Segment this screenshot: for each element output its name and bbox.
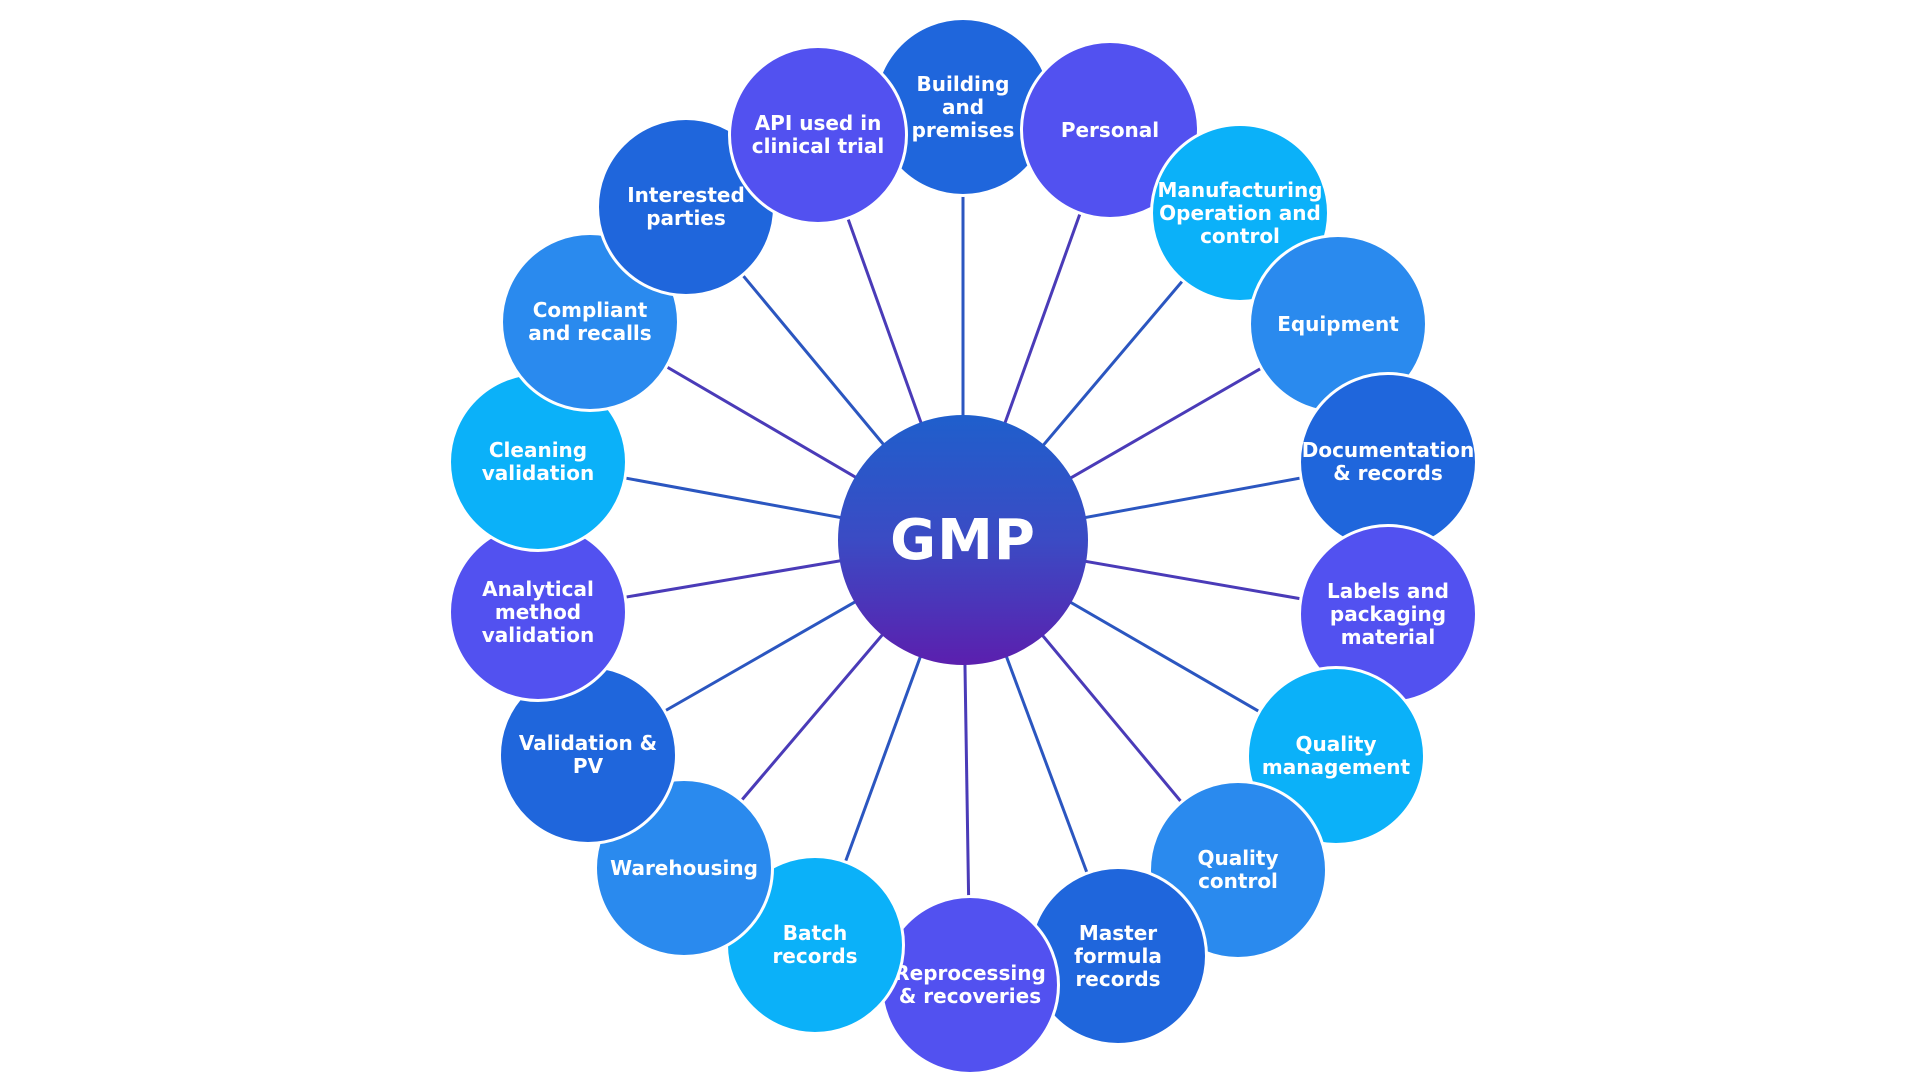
node-label: Batch records (772, 921, 858, 968)
node-label: Compliant and recalls (528, 298, 652, 345)
node-label: Manufacturing Operation and control (1157, 177, 1323, 248)
node-documentation-and-records: Documentation & records (1298, 372, 1478, 552)
node-label: API used in clinical trial (751, 111, 885, 158)
node-label: Cleaning validation (481, 438, 595, 485)
node-label: Warehousing (610, 855, 758, 880)
node-master-formula-records: Master formula records (1028, 866, 1208, 1046)
node-label: Interested parties (627, 183, 745, 230)
node-label: Equipment (1277, 311, 1399, 336)
node-label: Documentation & records (1301, 438, 1475, 485)
node-label: Building and premises (911, 71, 1015, 142)
node-label: Personal (1060, 117, 1160, 142)
hub-label: GMP (890, 507, 1036, 573)
hub-gmp: GMP (838, 415, 1088, 665)
node-equipment: Equipment (1248, 234, 1428, 414)
node-api-used-in-clinical-trial: API used in clinical trial (728, 45, 908, 225)
node-label: Quality control (1197, 846, 1279, 893)
node-label: Quality management (1261, 732, 1411, 779)
node-label: Validation & PV (518, 731, 658, 778)
node-label: Analytical method validation (481, 576, 595, 647)
node-analytical-method-validation: Analytical method validation (448, 522, 628, 702)
node-reprocessing-and-recoveries: Reprocessing & recoveries (880, 895, 1060, 1075)
node-label: Labels and packaging material (1327, 578, 1449, 649)
node-label: Reprocessing & recoveries (894, 961, 1046, 1008)
node-label: Master formula records (1074, 920, 1162, 991)
